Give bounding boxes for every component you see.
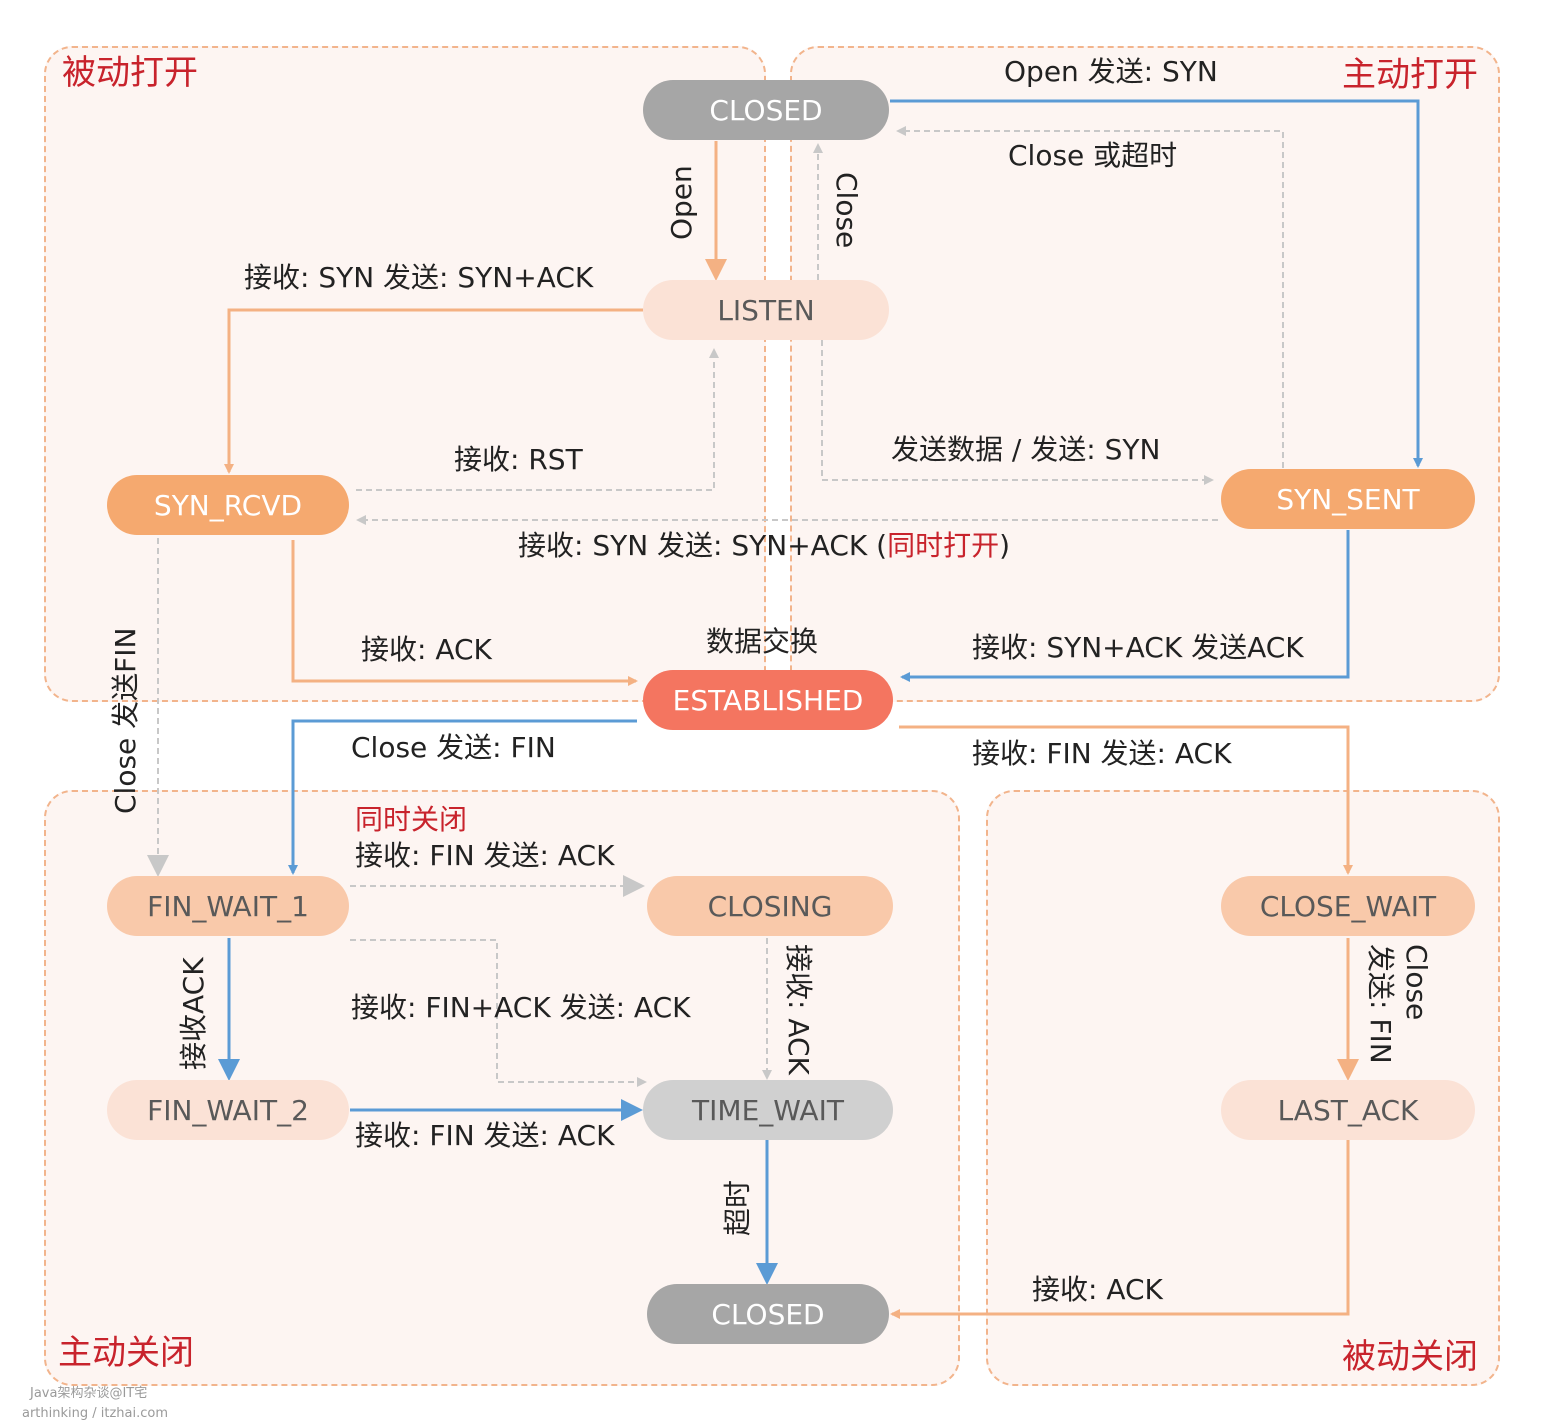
label-timeout: 超时 — [721, 1179, 754, 1236]
region-passive-open — [44, 46, 766, 702]
label-data-exchange: 数据交换 — [706, 625, 819, 658]
watermark-line-2: arthinking / itzhai.com — [22, 1406, 169, 1421]
label-simul-open-prefix: 接收: SYN 发送: SYN+ACK ( — [518, 529, 888, 562]
state-fin-wait-1: FIN_WAIT_1 — [107, 876, 349, 936]
region-active-open — [790, 46, 1500, 702]
state-fin-wait-2: FIN_WAIT_2 — [107, 1080, 349, 1140]
arrow-syn-rcvd-to-established — [291, 540, 638, 686]
label-simul-close: 同时关闭 — [355, 803, 468, 836]
label-close-send-fin: Close 发送: FIN — [351, 731, 556, 764]
state-close-wait: CLOSE_WAIT — [1221, 876, 1475, 936]
label-recv-syn-send-synack: 接收: SYN 发送: SYN+ACK — [244, 261, 594, 294]
region-title-active-close: 主动关闭 — [58, 1333, 194, 1373]
center-gap — [766, 46, 790, 702]
label-simul-open-note: 同时打开 — [887, 529, 1000, 562]
label-recv-fin-send-ack-right: 接收: FIN 发送: ACK — [972, 737, 1232, 770]
arrow-syn-rcvd-to-listen — [356, 348, 719, 491]
arrow-established-to-close-wait — [899, 725, 1353, 875]
label-recv-fin-send-ack-simul: 接收: FIN 发送: ACK — [355, 839, 615, 872]
watermark-line-1: Java架构杂谈@IT宅 — [30, 1386, 148, 1401]
label-recv-ack-last: 接收: ACK — [1032, 1273, 1163, 1306]
state-syn-rcvd: SYN_RCVD — [107, 475, 349, 535]
arrow-established-to-fin-wait-1 — [288, 719, 637, 875]
label-close-or-timeout: Close 或超时 — [1008, 139, 1178, 172]
arrow-syn-sent-to-closed — [896, 126, 1284, 468]
state-closed-bottom: CLOSED — [647, 1284, 889, 1344]
arrow-listen-to-syn-rcvd — [224, 308, 643, 474]
state-closing: CLOSING — [647, 876, 893, 936]
label-close-wait-send-fin: 发送: FIN — [1364, 944, 1397, 1064]
region-title-active-open: 主动打开 — [1342, 55, 1478, 95]
region-title-passive-close: 被动关闭 — [1342, 1337, 1478, 1377]
label-simul-open: 接收: SYN 发送: SYN+ACK (同时打开) — [518, 532, 1010, 560]
label-recv-ack-closing: 接收: ACK — [782, 944, 815, 1075]
arrow-syn-sent-to-established — [900, 530, 1350, 682]
label-recv-finack-send-ack: 接收: FIN+ACK 发送: ACK — [351, 991, 691, 1024]
label-close-send-fin-left: Close 发送FIN — [109, 627, 142, 815]
state-last-ack: LAST_ACK — [1221, 1080, 1475, 1140]
arrow-last-ack-to-closed — [890, 1140, 1350, 1319]
label-recv-ack: 接收: ACK — [361, 633, 492, 666]
label-recv-rst: 接收: RST — [454, 443, 583, 476]
region-title-passive-open: 被动打开 — [62, 53, 198, 93]
state-time-wait: TIME_WAIT — [643, 1080, 893, 1140]
label-send-data-send-syn: 发送数据 / 发送: SYN — [891, 433, 1161, 466]
label-close-wait-close: Close — [1400, 944, 1433, 1021]
label-recv-synack-send-ack: 接收: SYN+ACK 发送ACK — [972, 631, 1304, 664]
state-syn-sent: SYN_SENT — [1221, 469, 1475, 529]
arrow-fin-wait-1-to-time-wait — [350, 939, 647, 1087]
label-recv-ack-fw1: 接收ACK — [177, 957, 210, 1070]
arrow-listen-to-syn-sent — [821, 340, 1214, 485]
label-recv-fin-send-ack-fw2: 接收: FIN 发送: ACK — [355, 1119, 615, 1152]
label-simul-open-suffix: ) — [999, 529, 1011, 562]
arrow-closed-to-syn-sent — [890, 99, 1423, 468]
state-closed-top: CLOSED — [643, 80, 889, 140]
state-listen: LISTEN — [643, 280, 889, 340]
label-open: Open — [665, 165, 698, 240]
state-established: ESTABLISHED — [643, 670, 893, 730]
label-open-send-syn: Open 发送: SYN — [1004, 55, 1218, 88]
label-close-top: Close — [830, 172, 863, 249]
